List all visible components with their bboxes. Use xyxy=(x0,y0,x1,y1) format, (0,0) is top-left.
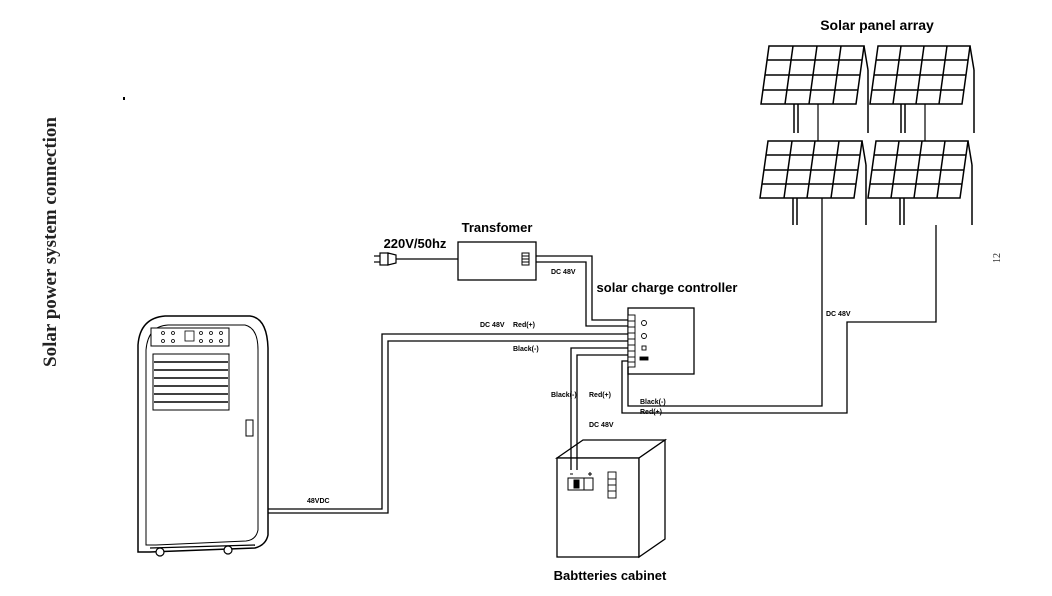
wire-ac-controller-outer xyxy=(268,333,628,510)
page-number: 12 xyxy=(992,253,1003,263)
wire-label-dc-battery: DC 48V xyxy=(589,422,614,429)
solar-panel-array xyxy=(759,45,975,225)
stray-mark xyxy=(123,97,125,100)
wire-battery-controller-2 xyxy=(576,354,628,470)
wire-controller-panels-outer xyxy=(621,225,937,414)
wire-label-dc-panel: DC 48V xyxy=(826,311,851,318)
mains-label: 220V/50hz xyxy=(384,236,447,251)
solar-array-label: Solar panel array xyxy=(820,17,934,33)
battery-icon xyxy=(567,472,594,491)
wire-label-48vdc: 48VDC xyxy=(307,498,330,505)
wire-label-black-panel: Black(-) xyxy=(640,399,666,406)
battery-cabinet xyxy=(554,438,668,559)
wire-controller-panels-inner xyxy=(627,198,823,407)
solar-panel-2 xyxy=(869,45,975,133)
solar-panel-4 xyxy=(867,140,973,225)
transformer-terminal xyxy=(521,252,530,266)
controller-indicators xyxy=(639,320,649,361)
wire-label-black-ac: Black(-) xyxy=(513,346,539,353)
wire-label-black-battery: Black(-) xyxy=(551,392,577,399)
wire-battery-controller-1 xyxy=(570,347,628,470)
wire-transformer-controller-2 xyxy=(536,261,628,327)
wire-label-red-ac: Red(+) xyxy=(513,322,535,329)
wires xyxy=(268,198,937,514)
side-title: Solar power system connection xyxy=(40,117,61,367)
controller-label: solar charge controller xyxy=(597,280,738,295)
battery-cabinet-label: Babtteries cabinet xyxy=(554,568,667,583)
transformer-label: Transfomer xyxy=(462,220,533,235)
wire-label-red-battery: Red(+) xyxy=(589,392,611,399)
solar-panel-1 xyxy=(760,45,869,133)
wire-label-red-panel: Red(+) xyxy=(640,409,662,416)
wire-labels: DC 48V DC 48V Red(+) Black(-) DC 48V Bla… xyxy=(307,269,851,505)
wire-label-dc-ac: DC 48V xyxy=(480,322,505,329)
plug-icon xyxy=(374,252,397,266)
controller-terminals xyxy=(627,314,636,368)
wire-ac-controller-inner xyxy=(268,340,628,514)
wire-transformer-controller xyxy=(536,255,628,321)
controller-box xyxy=(627,307,695,375)
wire-label-dc-transformer: DC 48V xyxy=(551,269,576,276)
solar-panel-3 xyxy=(759,140,867,225)
cabinet-switch-panel xyxy=(607,471,617,499)
portable-air-conditioner xyxy=(137,315,269,557)
